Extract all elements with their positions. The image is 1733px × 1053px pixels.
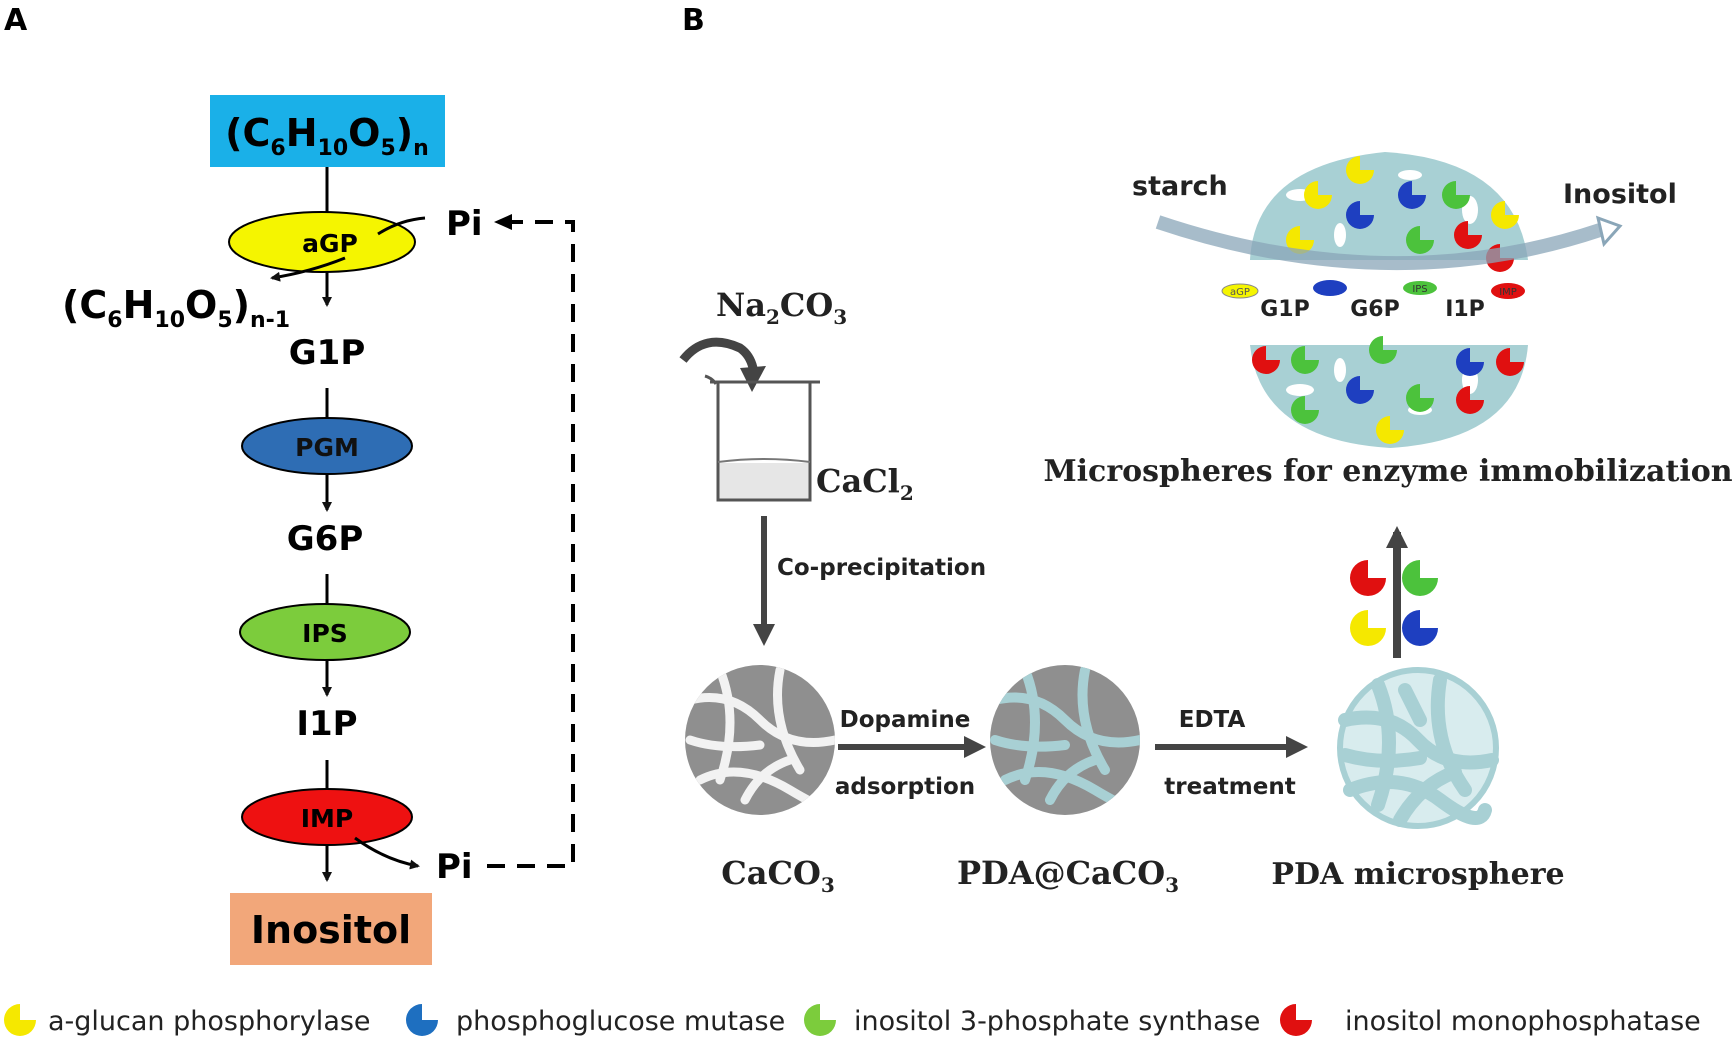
dopamine-label: Dopamine xyxy=(840,707,971,733)
chain-formula: (C6H10O5)n-1 xyxy=(62,283,290,333)
product-label: Inositol xyxy=(251,908,411,952)
pda-caco3-label: PDA@CaCO3 xyxy=(957,854,1179,897)
enzyme-ips: IPS xyxy=(239,603,411,661)
na2co3-label: Na2CO3 xyxy=(716,286,847,329)
chain-release-arrow xyxy=(270,256,346,282)
mini-enzyme-pgm xyxy=(1313,280,1347,296)
enzyme-icon xyxy=(804,1004,836,1036)
microspheres-title: Microspheres for enzyme immobilization xyxy=(1043,454,1732,489)
substrate-formula: (C6H10O5)n xyxy=(225,111,429,161)
caco3-label: CaCO3 xyxy=(721,854,834,897)
svg-text:aGP: aGP xyxy=(302,229,358,258)
caco3-sphere xyxy=(685,665,835,815)
pi-recycle-arrowhead xyxy=(494,214,512,230)
flow-arc-head xyxy=(1595,215,1623,248)
svg-text:inositol monophosphatase: inositol monophosphatase xyxy=(1345,1006,1701,1037)
pda-microsphere-label: PDA microsphere xyxy=(1271,857,1564,892)
svg-text:IMP: IMP xyxy=(301,804,354,833)
enzyme-imp: IMP xyxy=(241,788,413,846)
cacl2-label: CaCl2 xyxy=(816,462,914,505)
co-precipitation-label: Co-precipitation xyxy=(777,555,986,581)
svg-text:aGP: aGP xyxy=(1230,287,1250,298)
flow-arc xyxy=(1155,215,1603,271)
svg-text:inositol 3-phosphate synthase: inositol 3-phosphate synthase xyxy=(854,1006,1260,1037)
intermediate-g1p: G1P xyxy=(289,333,365,373)
svg-text:IPS: IPS xyxy=(302,619,348,648)
beaker-icon xyxy=(704,374,820,502)
treatment-label: treatment xyxy=(1164,774,1295,800)
svg-text:phosphoglucose mutase: phosphoglucose mutase xyxy=(456,1006,785,1037)
enzyme-icon xyxy=(1280,1004,1312,1036)
legend-item-agp: a-glucan phosphorylase xyxy=(4,1004,371,1037)
pour-arrowhead xyxy=(740,366,766,392)
enzyme-icon xyxy=(4,1004,36,1036)
pi-bottom: Pi xyxy=(436,847,473,887)
svg-text:IPS: IPS xyxy=(1412,284,1427,295)
pda-microsphere xyxy=(1337,667,1499,829)
enzyme-agp: aGP xyxy=(228,211,416,273)
panel-a-label: A xyxy=(4,3,28,38)
svg-text:a-glucan phosphorylase: a-glucan phosphorylase xyxy=(48,1006,371,1037)
immobilized-microsphere xyxy=(1250,152,1528,448)
mini-intermediate-i1p: I1P xyxy=(1445,297,1485,322)
intermediate-g6p: G6P xyxy=(287,519,363,559)
mini-intermediate-g6p: G6P xyxy=(1350,297,1400,322)
svg-text:PGM: PGM xyxy=(295,433,359,462)
intermediate-i1p: I1P xyxy=(296,704,357,744)
edta-label: EDTA xyxy=(1179,707,1246,733)
pour-arrow xyxy=(679,337,758,370)
mini-enzyme-ips: IPS xyxy=(1403,281,1437,295)
pda-caco3-sphere xyxy=(990,665,1140,815)
inositol-label: Inositol xyxy=(1563,179,1677,210)
adsorption-label: adsorption xyxy=(835,774,975,800)
starch-label: starch xyxy=(1132,171,1228,202)
legend-item-pgm: phosphoglucose mutase xyxy=(406,1004,785,1037)
pi-release-arrow xyxy=(354,836,420,870)
legend-item-ips: inositol 3-phosphate synthase xyxy=(804,1004,1260,1037)
pi-top: Pi xyxy=(446,204,483,244)
substrate-box xyxy=(210,95,445,167)
pi-recycle-loop xyxy=(487,220,575,868)
enzyme-icon xyxy=(406,1004,438,1036)
mini-enzyme-agp: aGP xyxy=(1221,283,1259,299)
product-box xyxy=(230,893,432,965)
mini-enzyme-imp: IMP xyxy=(1491,283,1525,299)
free-enzymes xyxy=(1350,560,1438,646)
panel-b-label: B xyxy=(682,3,705,38)
svg-text:IMP: IMP xyxy=(1499,287,1517,298)
mini-intermediate-g1p: G1P xyxy=(1260,297,1310,322)
enzyme-pgm: PGM xyxy=(241,417,413,475)
legend: a-glucan phosphorylase phosphoglucose mu… xyxy=(4,1004,1701,1037)
legend-item-imp: inositol monophosphatase xyxy=(1280,1004,1701,1037)
pi-in-line xyxy=(377,216,426,236)
